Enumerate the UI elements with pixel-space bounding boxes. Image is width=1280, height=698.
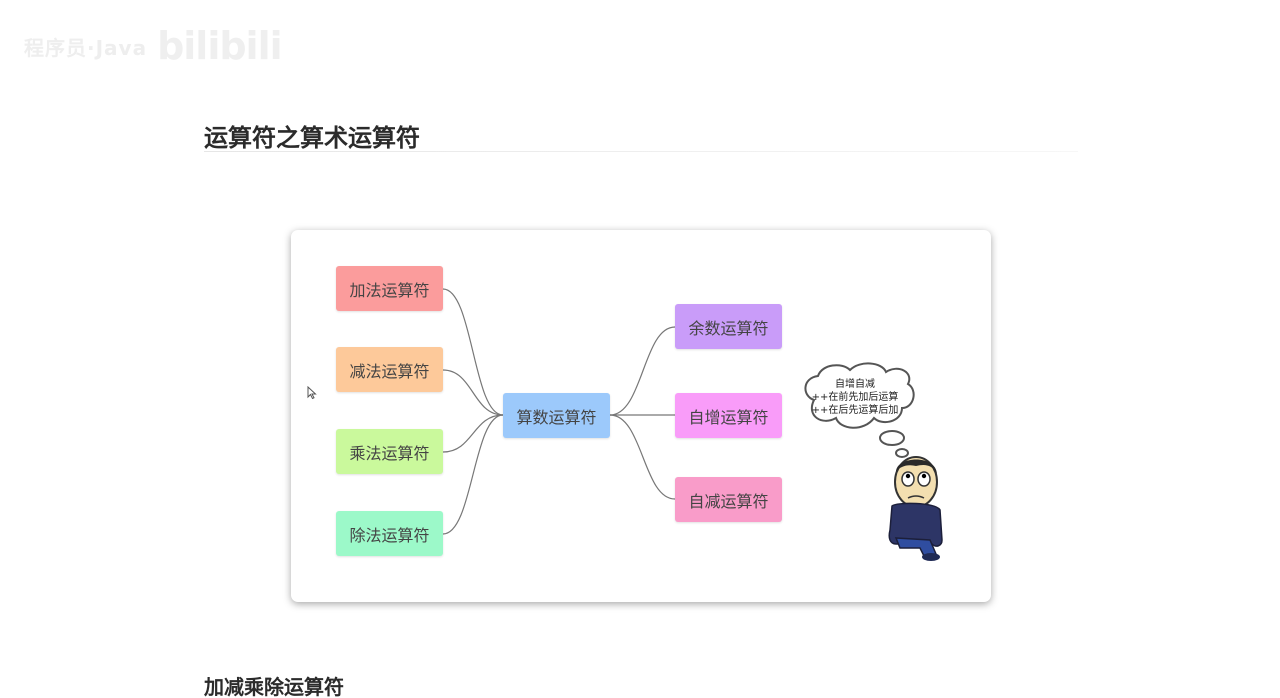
- section-subheading: 加减乘除运算符: [204, 675, 344, 698]
- node-arithmetic: 算数运算符: [503, 393, 610, 438]
- node-label: 乘法运算符: [349, 443, 430, 463]
- thought-bubble-text: 自增自减 ++在前先加后运算 ++在后先运算后加: [800, 378, 910, 417]
- node-label: 自减运算符: [688, 491, 769, 511]
- node-addition: 加法运算符: [336, 266, 443, 311]
- node-increment: 自增运算符: [675, 393, 782, 438]
- node-label: 算数运算符: [516, 407, 597, 427]
- thought-line: 自增自减: [835, 379, 875, 390]
- connector-sub: [442, 369, 504, 416]
- mindmap-connectors: [442, 288, 676, 535]
- watermark: 程序员·Java bilibili: [24, 24, 283, 68]
- thought-line: ++在前先加后运算: [811, 392, 899, 403]
- node-label: 自增运算符: [688, 407, 769, 427]
- watermark-text: 程序员·Java: [24, 35, 148, 60]
- node-label: 除法运算符: [349, 525, 430, 545]
- node-label: 加法运算符: [349, 280, 430, 300]
- node-label: 余数运算符: [688, 318, 769, 338]
- mouse-pointer-icon: [307, 386, 317, 400]
- node-division: 除法运算符: [336, 511, 443, 556]
- heading-divider: [204, 151, 1078, 152]
- thought-line: ++在后先运算后加: [811, 405, 899, 416]
- node-subtraction: 减法运算符: [336, 347, 443, 392]
- connector-add: [442, 288, 504, 416]
- node-label: 减法运算符: [349, 361, 430, 381]
- connector-dec: [609, 414, 676, 500]
- node-decrement: 自减运算符: [675, 477, 782, 522]
- connector-mod: [609, 326, 676, 416]
- bilibili-logo: bilibili: [157, 24, 283, 68]
- thinking-man-illustration: [804, 362, 943, 561]
- node-multiplication: 乘法运算符: [336, 429, 443, 474]
- connector-mul: [442, 414, 504, 453]
- connector-div: [442, 414, 504, 535]
- node-modulo: 余数运算符: [675, 304, 782, 349]
- section-heading: 运算符之算术运算符: [204, 124, 420, 152]
